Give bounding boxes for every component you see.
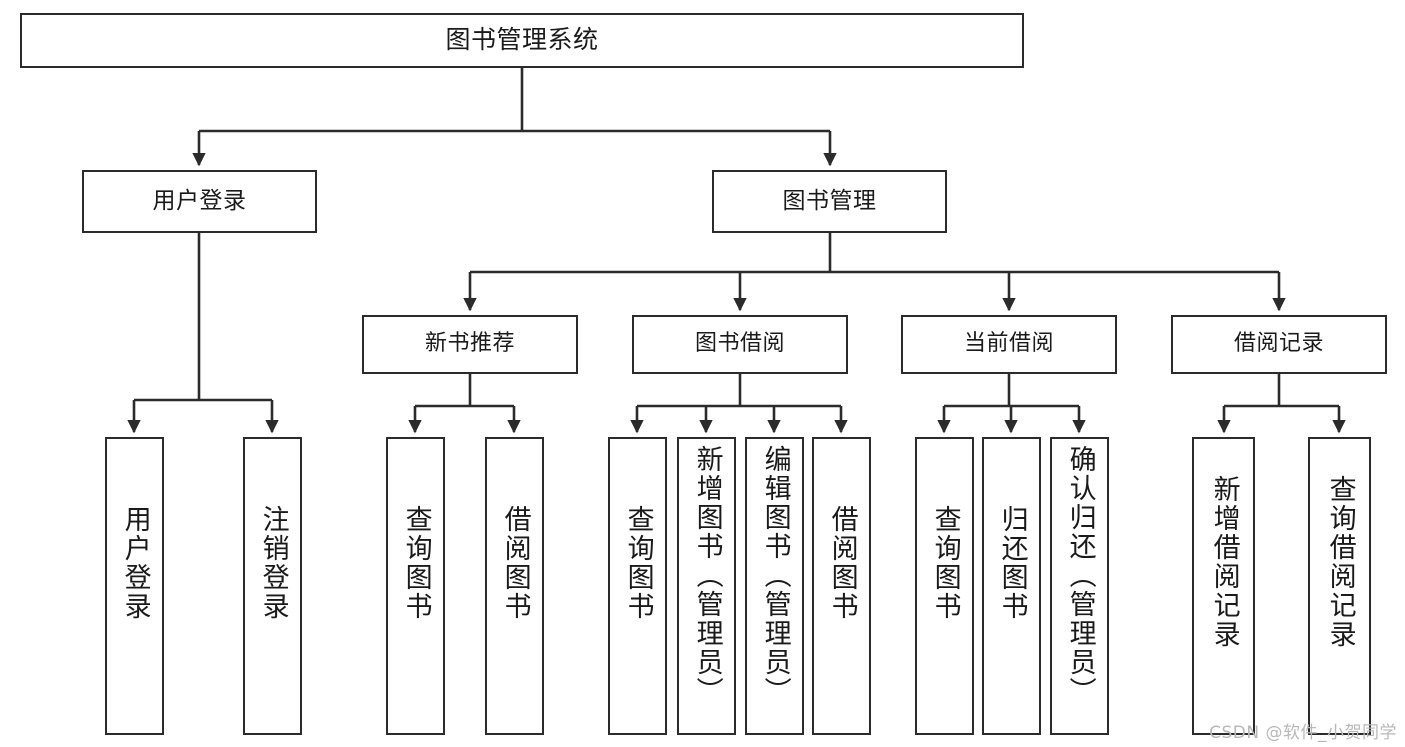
node-root[interactable]: 图书管理系统 bbox=[20, 13, 1024, 68]
node-leaf-edit-book[interactable]: 编辑图书（管理员） bbox=[745, 437, 804, 735]
node-leaf-query-book-2[interactable]: 查询图书 bbox=[608, 437, 667, 735]
node-leaf-query-book-3[interactable]: 查询图书 bbox=[915, 437, 974, 735]
node-leaf-user-login[interactable]: 用户登录 bbox=[105, 437, 164, 735]
node-borrow-record[interactable]: 借阅记录 bbox=[1171, 315, 1387, 374]
node-current-borrow-label: 当前借阅 bbox=[963, 331, 1054, 357]
node-leaf-add-record[interactable]: 新增借阅记录 bbox=[1192, 437, 1255, 735]
node-leaf-logout-label: 注销登录 bbox=[257, 505, 289, 621]
node-book-manage[interactable]: 图书管理 bbox=[712, 170, 947, 233]
node-leaf-borrow-book-1-label: 借阅图书 bbox=[499, 505, 531, 621]
node-leaf-query-book-1-label: 查询图书 bbox=[400, 505, 432, 621]
node-user-login[interactable]: 用户登录 bbox=[82, 170, 317, 233]
node-book-borrow-label: 图书借阅 bbox=[694, 331, 785, 357]
node-new-book-rec-label: 新书推荐 bbox=[424, 331, 515, 357]
node-leaf-confirm-return-label: 确认归还（管理员） bbox=[1064, 445, 1096, 706]
node-book-borrow[interactable]: 图书借阅 bbox=[632, 315, 848, 374]
node-borrow-record-label: 借阅记录 bbox=[1233, 331, 1324, 357]
node-new-book-rec[interactable]: 新书推荐 bbox=[362, 315, 578, 374]
node-leaf-edit-book-label: 编辑图书（管理员） bbox=[759, 445, 791, 706]
node-leaf-add-book-label: 新增图书（管理员） bbox=[691, 445, 723, 706]
node-leaf-logout[interactable]: 注销登录 bbox=[243, 437, 302, 735]
node-leaf-borrow-book-2-label: 借阅图书 bbox=[826, 505, 858, 621]
node-book-manage-label: 图书管理 bbox=[782, 188, 877, 215]
node-leaf-user-login-label: 用户登录 bbox=[119, 505, 151, 621]
node-leaf-query-book-1[interactable]: 查询图书 bbox=[386, 437, 445, 735]
node-leaf-confirm-return[interactable]: 确认归还（管理员） bbox=[1050, 437, 1109, 735]
node-leaf-add-record-label: 新增借阅记录 bbox=[1208, 475, 1240, 649]
node-leaf-borrow-book-2[interactable]: 借阅图书 bbox=[812, 437, 871, 735]
node-root-label: 图书管理系统 bbox=[445, 25, 599, 55]
node-leaf-add-book[interactable]: 新增图书（管理员） bbox=[677, 437, 736, 735]
node-leaf-return-book-label: 归还图书 bbox=[996, 505, 1028, 621]
node-leaf-query-record[interactable]: 查询借阅记录 bbox=[1308, 437, 1371, 735]
node-user-login-label: 用户登录 bbox=[152, 188, 247, 215]
node-leaf-query-book-3-label: 查询图书 bbox=[929, 505, 961, 621]
node-leaf-borrow-book-1[interactable]: 借阅图书 bbox=[485, 437, 544, 735]
node-leaf-return-book[interactable]: 归还图书 bbox=[982, 437, 1041, 735]
node-current-borrow[interactable]: 当前借阅 bbox=[901, 315, 1117, 374]
node-leaf-query-book-2-label: 查询图书 bbox=[622, 505, 654, 621]
watermark: CSDN @软件_小贺同学 bbox=[1209, 723, 1397, 743]
node-leaf-query-record-label: 查询借阅记录 bbox=[1324, 475, 1356, 649]
